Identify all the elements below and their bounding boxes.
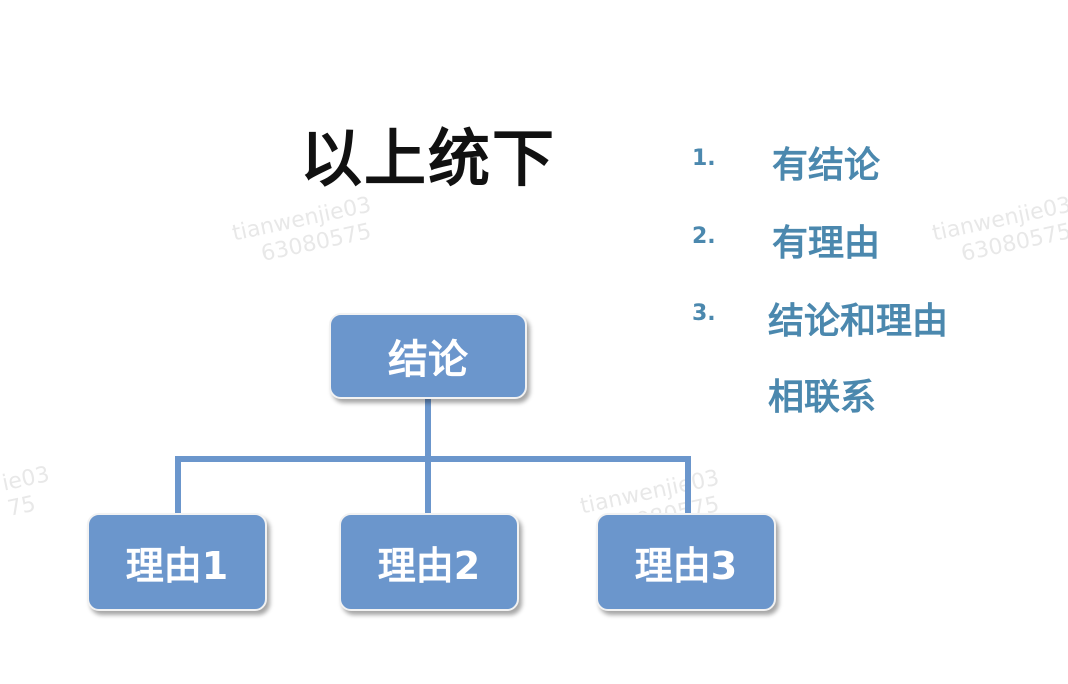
- list-item-3-continued: 相联系: [768, 377, 877, 418]
- list-item-1: 有结论: [772, 145, 881, 186]
- list-number-2: 2.: [692, 224, 716, 249]
- reason-box-1: 理由1: [87, 513, 267, 611]
- reason-box-2: 理由2: [339, 513, 519, 611]
- list-item-3: 结论和理由: [768, 301, 949, 342]
- list-item-2: 有理由: [772, 223, 881, 264]
- list-number-1: 1.: [692, 146, 716, 171]
- page-title: 以上统下: [300, 122, 557, 195]
- reason-box-3: 理由3: [596, 513, 776, 611]
- list-number-3: 3.: [692, 301, 716, 326]
- conclusion-box: 结论: [329, 313, 527, 399]
